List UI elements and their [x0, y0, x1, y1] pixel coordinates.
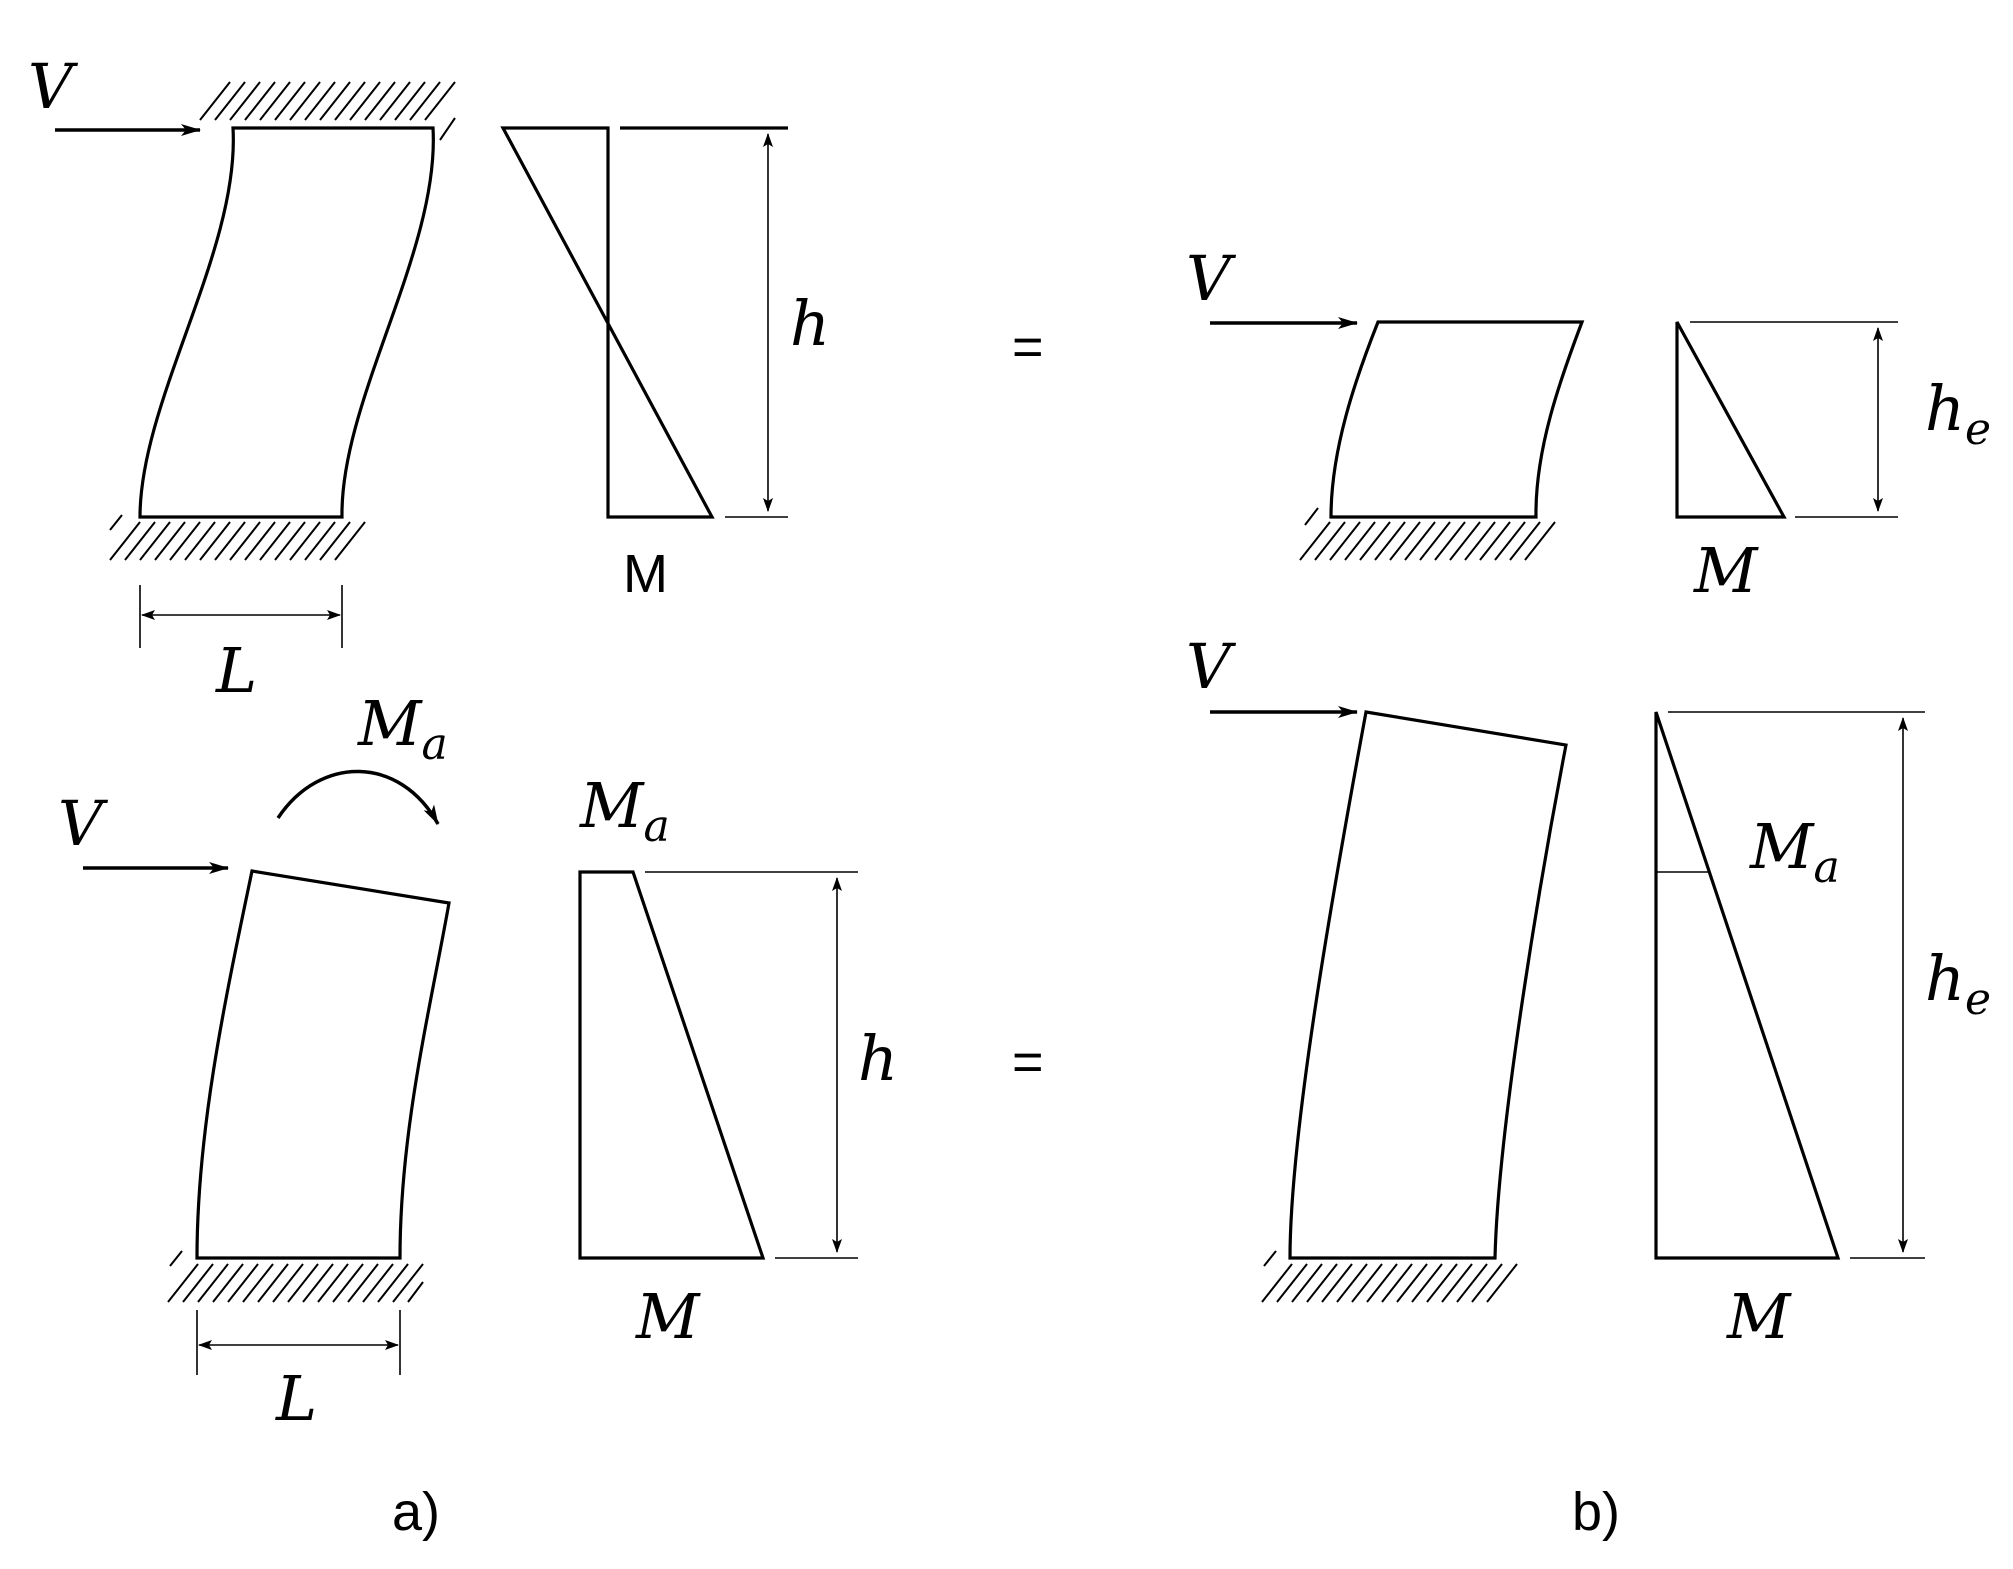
length-label: L: [215, 634, 257, 707]
height-label: h: [858, 1022, 898, 1095]
length-label: L: [275, 1362, 317, 1435]
panel-a-top-moment-diagram: h M: [500, 126, 830, 604]
length-dimension: [139, 585, 343, 648]
moment-outline: [578, 870, 766, 1260]
panel-a-bottom-column: V Ma L: [58, 687, 451, 1435]
force-label: V: [28, 50, 79, 123]
effective-height-label: he: [1925, 372, 1991, 455]
moment-label: M: [635, 1280, 701, 1353]
height-label: h: [790, 287, 830, 360]
column-outline: [195, 869, 451, 1260]
panel-b-top-column: V: [1186, 242, 1585, 561]
moment-label: M: [1726, 1280, 1792, 1353]
bottom-fixed-support-hatch: [1299, 507, 1556, 561]
length-dimension: [196, 1310, 401, 1375]
applied-moment-label: Ma: [579, 769, 670, 852]
bottom-fixed-support-hatch: [1261, 1250, 1518, 1303]
caption-a: a): [392, 1482, 440, 1542]
panel-b-top-moment-diagram: he M: [1675, 321, 1991, 607]
caption-b: b): [1572, 1482, 1620, 1542]
applied-moment-label: Ma: [1749, 810, 1840, 893]
column-outline: [1288, 710, 1568, 1260]
moment-outline: [1675, 321, 1787, 519]
moment-label: M: [623, 544, 668, 604]
column-outline: [1329, 320, 1585, 519]
panel-b-bottom-column: V: [1186, 630, 1568, 1303]
panel-a-bottom-moment-diagram: h Ma M: [578, 769, 898, 1353]
panel-b-bottom-moment-diagram: he Ma M: [1654, 711, 1991, 1353]
force-label: V: [1186, 630, 1237, 703]
bottom-fixed-support-hatch: [167, 1250, 424, 1303]
moment-outline: [500, 126, 715, 519]
panel-a-top-column: V L: [28, 50, 456, 707]
equals-sign-bottom: =: [1012, 1032, 1044, 1092]
moment-outline: [1654, 711, 1841, 1260]
top-fixed-support-hatch: [199, 81, 456, 141]
force-label: V: [1186, 242, 1237, 315]
column-outline: [138, 126, 435, 519]
applied-moment-label: Ma: [357, 687, 448, 770]
bottom-fixed-support-hatch: [109, 514, 366, 561]
force-label: V: [58, 787, 109, 860]
applied-moment-arc-arrow: [276, 769, 440, 825]
moment-label: M: [1693, 534, 1759, 607]
equals-sign-top: =: [1012, 317, 1044, 377]
effective-height-label: he: [1925, 942, 1991, 1025]
